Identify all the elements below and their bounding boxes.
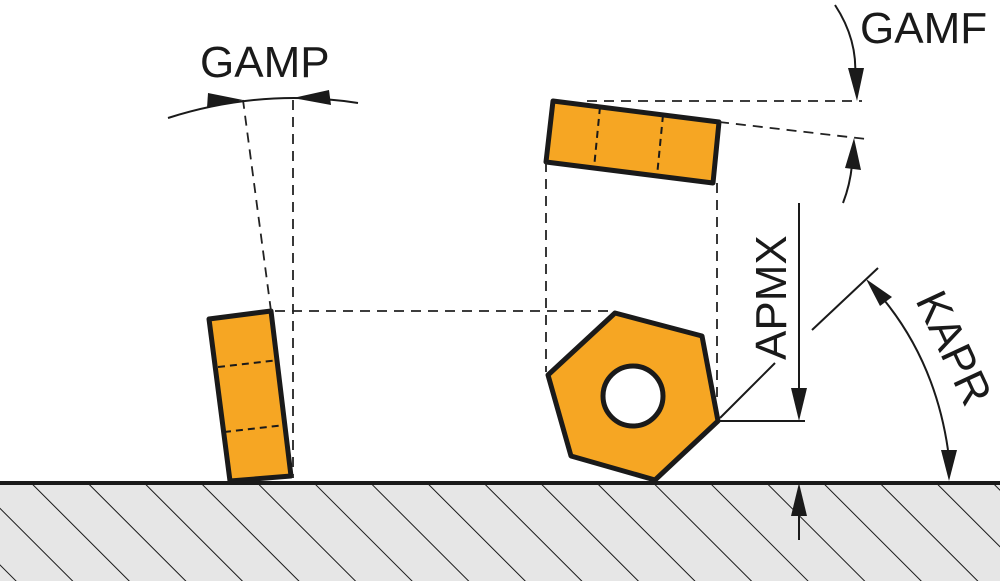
gamf-tilted-reference xyxy=(718,121,867,140)
gamp-arc xyxy=(167,97,359,119)
kapr-arrow-down xyxy=(941,450,957,481)
gamf-arrow-up xyxy=(845,138,861,170)
gamf-arc-upper xyxy=(834,4,857,79)
gamf-label: GAMF xyxy=(860,4,987,53)
hexagon-insert xyxy=(545,310,721,483)
gamp-arrow-right xyxy=(293,90,331,105)
gamf-arrow-down xyxy=(848,68,864,101)
kapr-label: KAPR xyxy=(906,284,1000,413)
side-view-insert xyxy=(206,308,294,484)
top-view-insert xyxy=(543,98,722,186)
gamp-tilted-reference xyxy=(242,99,272,312)
gamp-label: GAMP xyxy=(200,38,330,87)
apmx-arrow-down xyxy=(791,388,807,421)
kapr-edge-line xyxy=(719,362,776,419)
apmx-arrow-up xyxy=(791,483,807,516)
kapr-arrow-up xyxy=(866,279,892,306)
kapr-arc xyxy=(879,294,949,451)
gamp-arrow-left xyxy=(207,93,243,108)
gamf-arc-lower xyxy=(842,164,853,204)
apmx-label: APMX xyxy=(747,235,796,360)
workpiece-hatch xyxy=(0,483,1000,581)
kapr-edge-extension xyxy=(811,267,879,331)
